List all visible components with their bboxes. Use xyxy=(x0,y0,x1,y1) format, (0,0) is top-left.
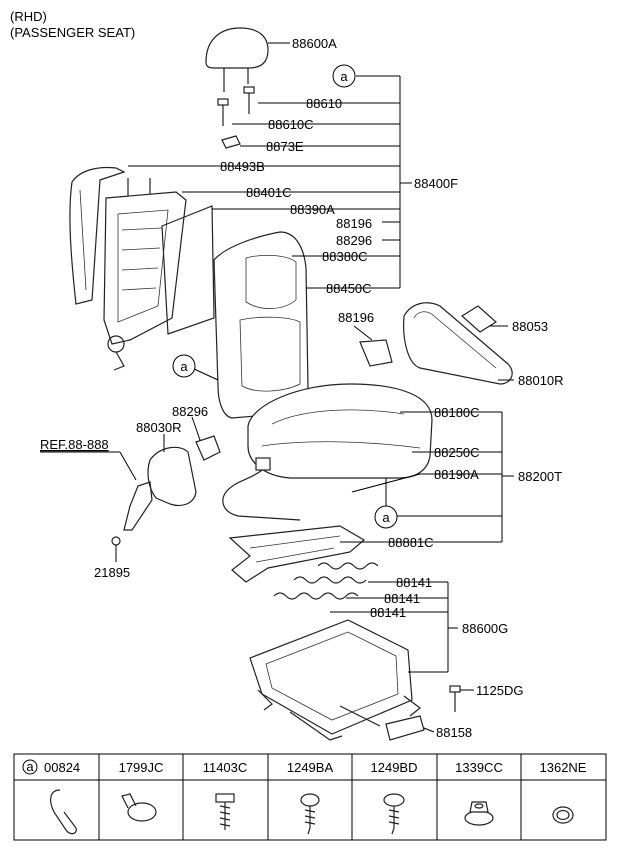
part-label-88380c: 88380C xyxy=(322,249,368,264)
part-label-1125dg: 1125DG xyxy=(476,683,523,698)
header-rhd: (RHD) xyxy=(10,9,47,24)
part-label-88200t: 88200T xyxy=(518,469,562,484)
part-label-88450c: 88450C xyxy=(326,281,372,296)
clip-8873e-drawing xyxy=(221,135,241,149)
part-labels: 88600A 88610 88610C 8873E 88493B 88401C … xyxy=(40,36,564,740)
part-label-88053: 88053 xyxy=(512,319,548,334)
mat-88881c-drawing xyxy=(228,525,366,583)
pan-screw-icon xyxy=(383,793,405,835)
bracket-88196-drawing xyxy=(359,339,393,367)
guide-pin-drawing xyxy=(217,86,255,126)
table-header-4: 1249BD xyxy=(371,760,418,775)
part-label-88600g: 88600G xyxy=(462,621,508,636)
callout-a-cushion-text: a xyxy=(382,510,390,525)
part-label-88030r: 88030R xyxy=(136,420,182,435)
nut-21895-drawing xyxy=(111,536,121,546)
part-label-88141-c: 88141 xyxy=(370,605,406,620)
part-label-88610c: 88610C xyxy=(268,117,314,132)
part-label-88610: 88610 xyxy=(306,96,342,111)
flange-nut-icon xyxy=(464,801,494,826)
part-label-88401c: 88401C xyxy=(246,185,292,200)
flange-bolt-icon xyxy=(215,793,235,830)
back-frame-drawing xyxy=(69,166,187,371)
part-label-8873e: 8873E xyxy=(266,139,304,154)
part-label-88190a: 88190A xyxy=(434,467,479,482)
hose-clamp-icon xyxy=(121,793,157,822)
callout-a-back-text: a xyxy=(180,359,188,374)
part-label-88158: 88158 xyxy=(436,725,472,740)
handle-88053-drawing xyxy=(461,305,497,333)
table-header-5: 1339CC xyxy=(455,760,503,775)
seat-cushion-drawing xyxy=(247,383,433,479)
fastener-table: a 00824 1799JC 11403C 1249BA 1249BD 1339… xyxy=(13,753,607,841)
headrest-drawing xyxy=(205,27,269,92)
part-label-88390a: 88390A xyxy=(290,202,335,217)
part-label-88141-b: 88141 xyxy=(384,591,420,606)
recliner-lever-drawing xyxy=(123,481,153,531)
part-label-88600a: 88600A xyxy=(292,36,337,51)
seat-frame-drawing xyxy=(249,619,421,741)
table-callout-a xyxy=(22,759,38,775)
callout-a-top: a xyxy=(332,64,356,88)
part-label-88493b: 88493B xyxy=(220,159,265,174)
part-label-88010r: 88010R xyxy=(518,373,564,388)
part-label-88881c: 88881C xyxy=(388,535,434,550)
table-header-0: 00824 xyxy=(44,760,80,775)
table-header-2: 11403C xyxy=(203,760,248,775)
bolt-1125dg-drawing xyxy=(449,685,461,712)
springs-drawing xyxy=(273,562,379,600)
part-label-88400f: 88400F xyxy=(414,176,458,191)
part-label-88196-top: 88196 xyxy=(336,216,372,231)
callout-a-back: a xyxy=(172,354,196,378)
wire-clip-icon xyxy=(50,789,77,835)
callout-a-cushion: a xyxy=(374,505,398,529)
part-label-88250c: 88250C xyxy=(434,445,480,460)
part-label-88141-a: 88141 xyxy=(396,575,432,590)
callout-a-top-text: a xyxy=(340,69,348,84)
seat-back-drawing xyxy=(213,231,309,419)
part-label-88296-top: 88296 xyxy=(336,233,372,248)
cover-88158-drawing xyxy=(385,715,425,741)
table-header-6: 1362NE xyxy=(540,760,587,775)
tapping-screw-icon xyxy=(300,793,320,835)
leader-lines xyxy=(40,42,514,733)
part-label-88296-left: 88296 xyxy=(172,404,208,419)
table-header-3: 1249BA xyxy=(287,760,334,775)
part-label-21895: 21895 xyxy=(94,565,130,580)
header-passenger-seat: (PASSENGER SEAT) xyxy=(10,25,135,40)
harness-drawing xyxy=(222,457,301,521)
bracket-88296-drawing xyxy=(195,435,221,461)
table-callout-a-text: a xyxy=(26,759,34,774)
part-label-88196-mid: 88196 xyxy=(338,310,374,325)
back-board-drawing xyxy=(161,205,215,335)
ref-label: REF.88-888 xyxy=(40,437,109,452)
part-label-88180c: 88180C xyxy=(434,405,480,420)
side-shield-drawing xyxy=(403,302,513,385)
table-header-1: 1799JC xyxy=(119,760,164,775)
washer-ring-icon xyxy=(552,806,574,824)
side-cover-drawing xyxy=(147,446,197,507)
